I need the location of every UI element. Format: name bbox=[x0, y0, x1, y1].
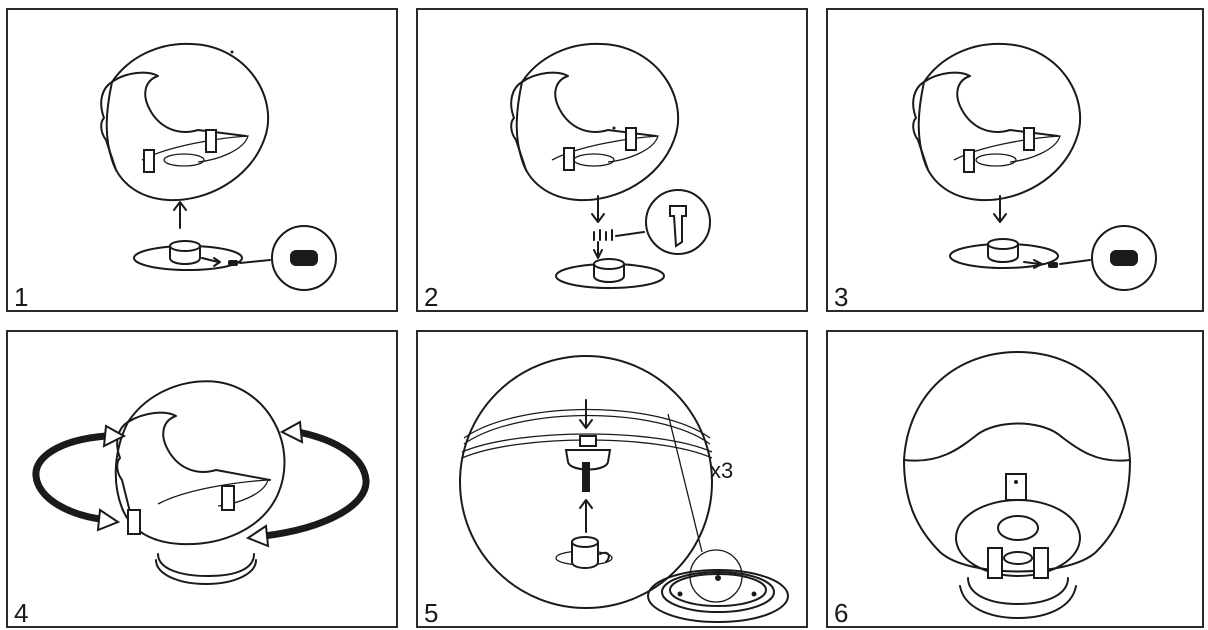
step-5-illustration: x3 bbox=[459, 355, 789, 623]
lamp-shade bbox=[100, 42, 270, 202]
step-3-panel: 3 bbox=[826, 8, 1204, 312]
set-screw bbox=[1048, 225, 1157, 291]
step-2-illustration bbox=[510, 42, 711, 289]
step-1-panel: 1 bbox=[6, 8, 398, 312]
down-arrow bbox=[591, 195, 605, 223]
set-screw bbox=[228, 225, 337, 291]
base-disc bbox=[133, 240, 243, 271]
up-arrow bbox=[579, 499, 593, 533]
step-number: 4 bbox=[14, 598, 29, 628]
bolt bbox=[582, 462, 590, 492]
step-2-panel: 2 bbox=[416, 8, 808, 312]
step-3-illustration bbox=[912, 42, 1157, 291]
screws bbox=[593, 189, 711, 255]
step-1-illustration bbox=[100, 42, 337, 291]
base-disc bbox=[555, 241, 665, 289]
step-6-panel: 6 bbox=[826, 330, 1204, 628]
lamp-shade bbox=[912, 42, 1082, 202]
step-5-panel: x3 5 bbox=[416, 330, 808, 628]
step-number: 6 bbox=[834, 598, 849, 628]
step-number: 2 bbox=[424, 282, 439, 312]
base-overview bbox=[647, 413, 789, 623]
rotate-arrow-left bbox=[32, 424, 127, 532]
step-4-illustration bbox=[32, 380, 370, 585]
base-disc bbox=[949, 238, 1059, 269]
down-arrow bbox=[993, 195, 1007, 223]
lamp-shade bbox=[510, 42, 680, 202]
up-arrow bbox=[173, 201, 187, 229]
rotate-arrow-right bbox=[245, 420, 370, 548]
step-6-illustration bbox=[903, 351, 1131, 619]
post bbox=[555, 536, 613, 569]
quantity-label: x3 bbox=[710, 458, 733, 483]
step-4-panel: 4 bbox=[6, 330, 398, 628]
detail-circle bbox=[459, 355, 713, 609]
down-arrow bbox=[579, 399, 593, 429]
assembled-lamp bbox=[903, 351, 1131, 619]
step-number: 1 bbox=[14, 282, 29, 312]
lamp-shade bbox=[114, 380, 286, 585]
step-number: 5 bbox=[424, 598, 439, 628]
step-number: 3 bbox=[834, 282, 849, 312]
